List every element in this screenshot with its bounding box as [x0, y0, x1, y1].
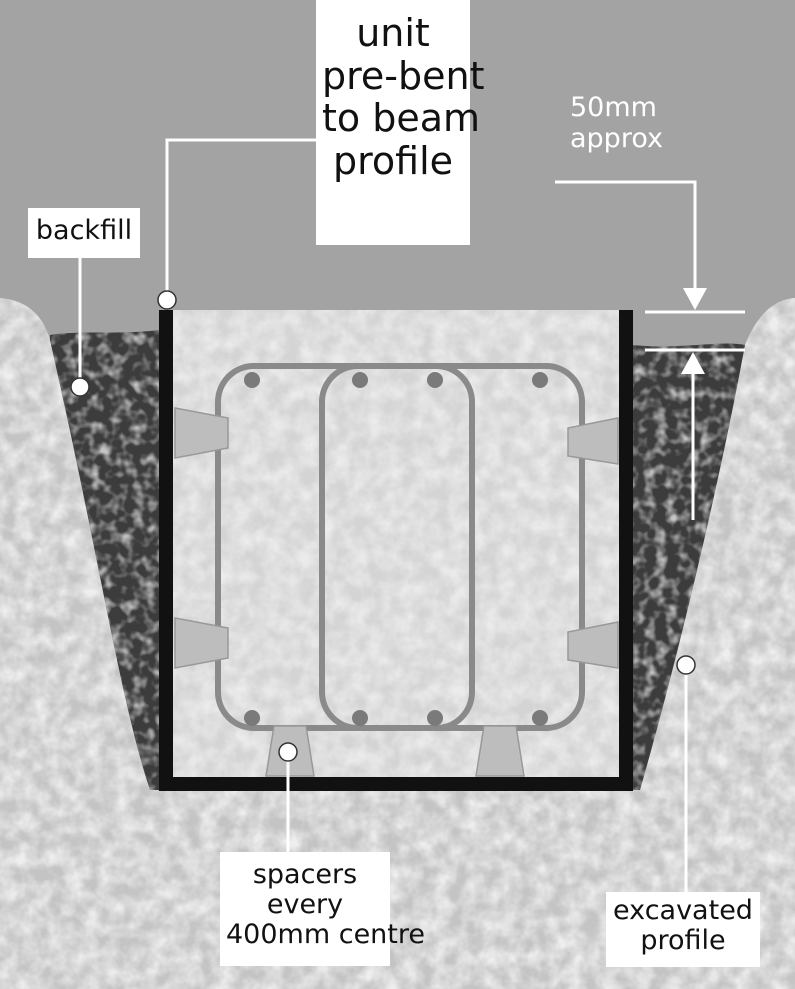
spacer-right-top	[567, 417, 619, 465]
label-excavated-line: excavated	[613, 895, 753, 926]
label-excavated: excavated profile	[606, 892, 760, 967]
rebar-bar	[244, 710, 260, 726]
label-unit-line: pre-bent	[322, 53, 485, 98]
dimension-arrow-down	[555, 180, 697, 292]
leader-dot-backfill	[70, 377, 90, 397]
rebar-bar	[532, 710, 548, 726]
label-excavated-line: profile	[640, 925, 726, 957]
label-gap-line: approx	[570, 123, 663, 155]
spacer-bottom-right	[475, 725, 525, 777]
label-unit-line: to beam	[322, 96, 481, 141]
leader-dot-spacers	[278, 742, 298, 762]
rebar-bar	[244, 372, 260, 388]
rebar-bar	[532, 372, 548, 388]
label-spacers: spacers every 400mm centre	[220, 852, 425, 966]
arrowhead-up-icon	[681, 352, 705, 374]
arrowhead-down-icon	[683, 288, 707, 310]
leader-dot-unit	[157, 290, 177, 310]
rebar-bar	[352, 710, 368, 726]
rebar-bar	[352, 372, 368, 388]
ground-texture	[0, 298, 795, 989]
label-spacers-line: 400mm centre	[226, 919, 425, 951]
label-backfill: backfill	[28, 208, 140, 258]
label-unit-line: profile	[332, 138, 454, 183]
spacer-right-bottom	[567, 621, 619, 669]
formwork-unit	[159, 310, 633, 791]
label-gap: 50mm approx	[570, 92, 663, 154]
label-spacers-line: spacers	[252, 859, 358, 890]
rebar-bar	[427, 372, 443, 388]
label-unit-line: unit	[356, 11, 430, 55]
leader-unit	[165, 138, 316, 300]
rebar-bar	[427, 710, 443, 726]
spacer-left-top	[174, 407, 229, 459]
leader-dot-excavated	[676, 655, 696, 675]
label-gap-line: 50mm	[570, 92, 657, 123]
label-spacers-line: every	[266, 889, 344, 921]
label-backfill-text: backfill	[35, 215, 133, 246]
label-unit: unit pre-bent to beam profile	[316, 0, 485, 245]
rebar-inner-link	[319, 363, 475, 731]
spacer-left-bottom	[174, 617, 229, 669]
